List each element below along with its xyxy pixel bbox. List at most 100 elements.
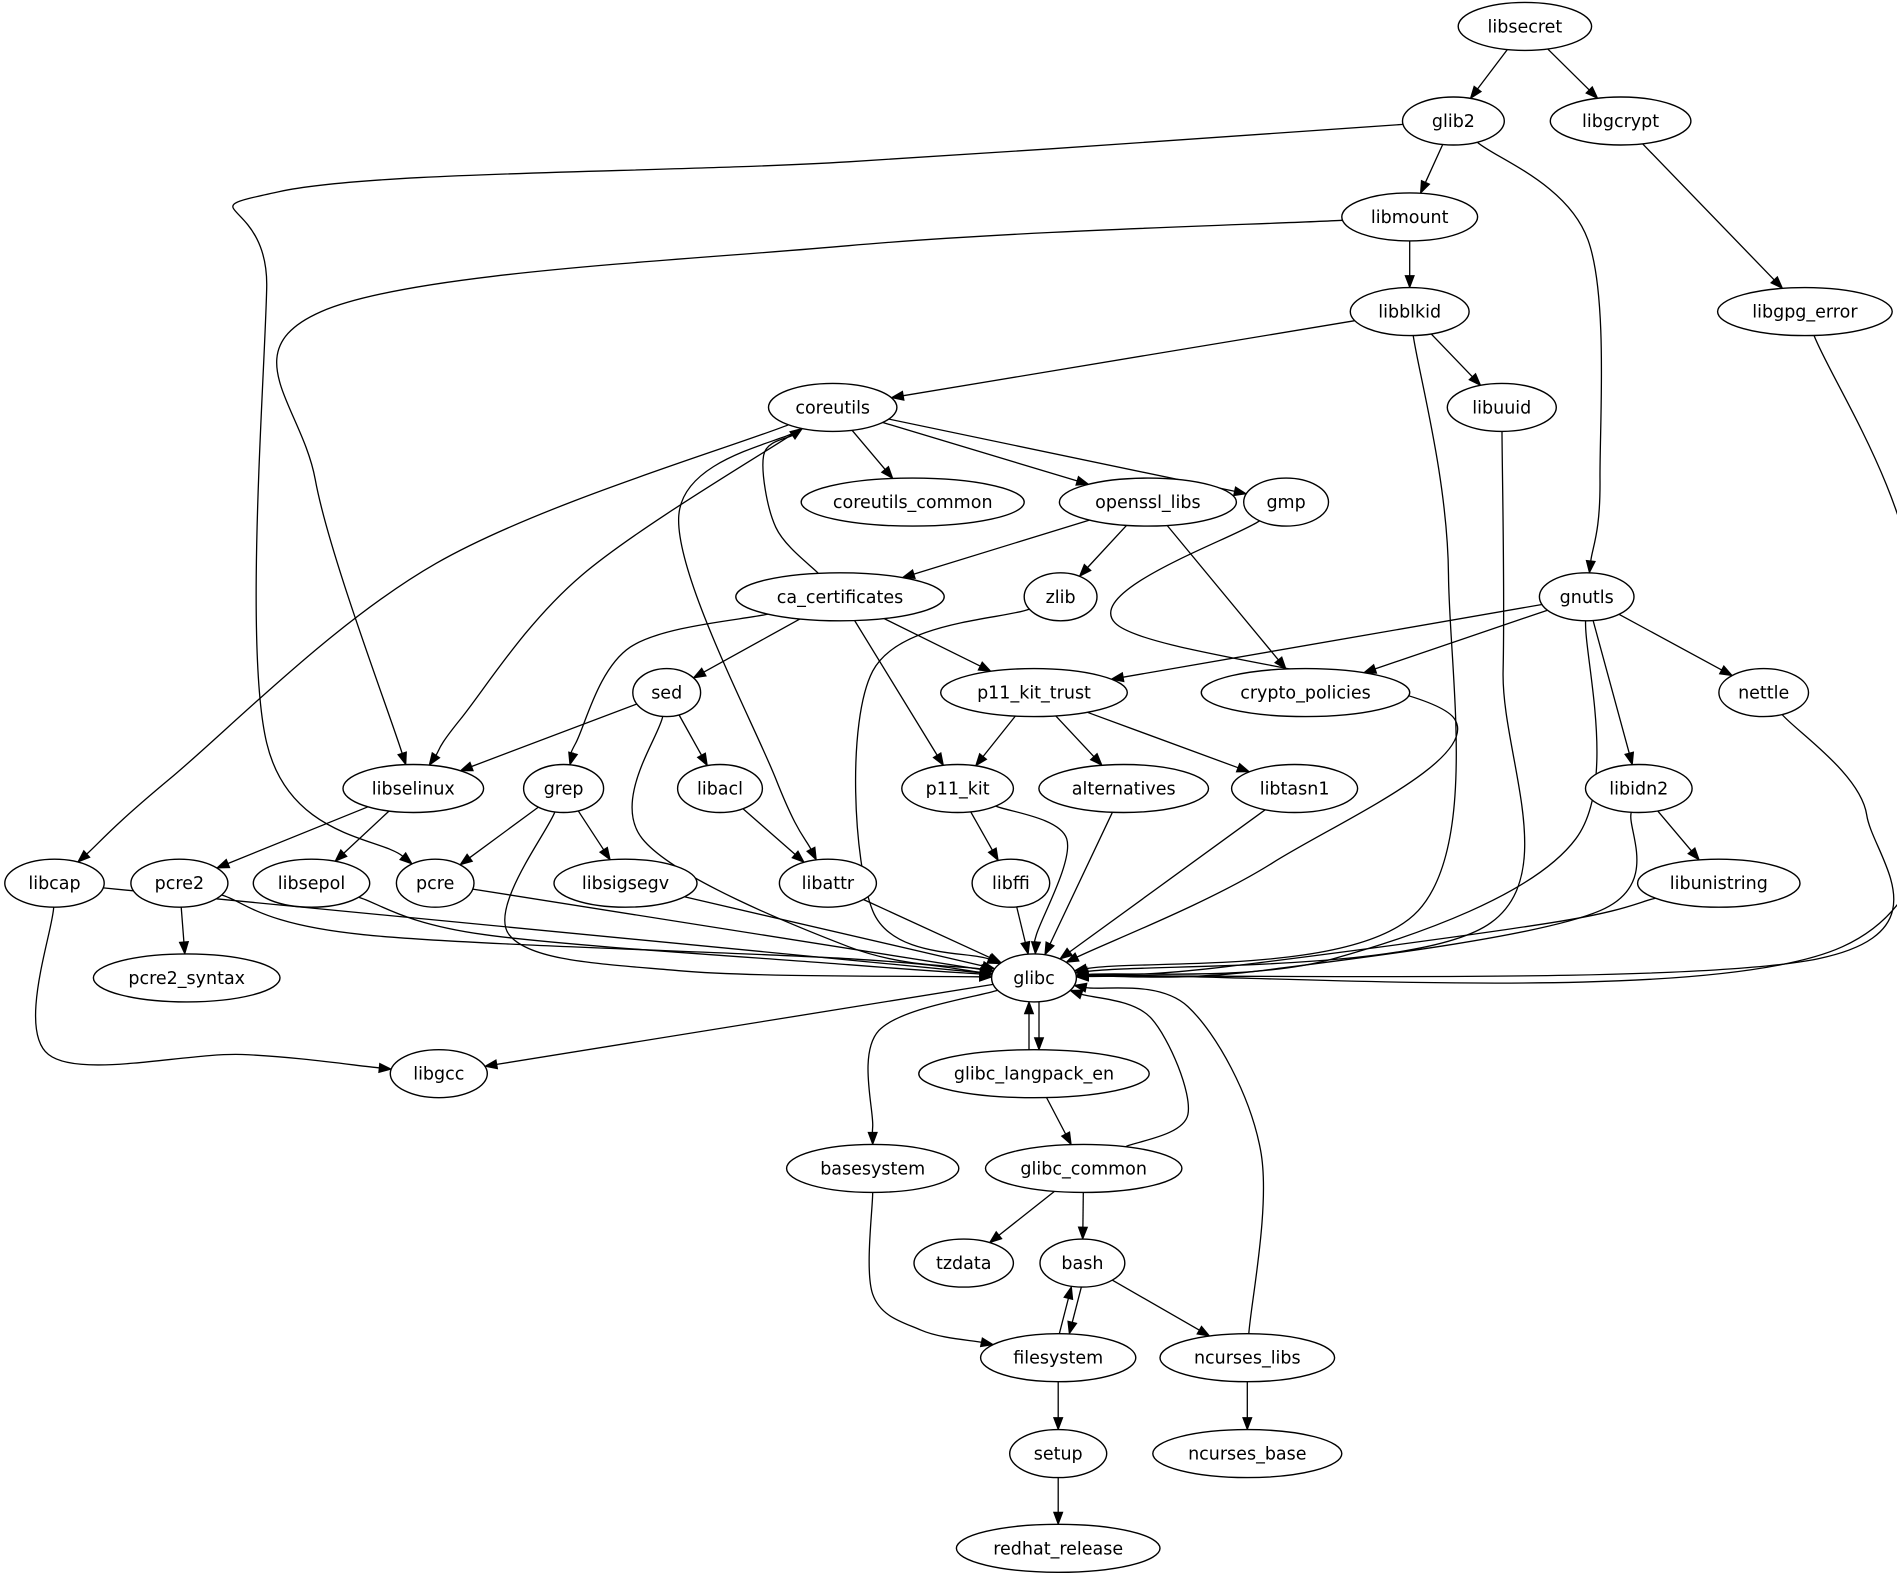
edge-libblkid-to-libuuid xyxy=(1430,333,1482,387)
node-ellipse xyxy=(1038,763,1210,814)
edge-glibc_langpack_en-to-glibc xyxy=(1023,1000,1035,1050)
node-label: redhat_release xyxy=(993,1539,1123,1559)
edge-line xyxy=(1592,620,1630,754)
node-label: glibc_common xyxy=(1020,1159,1147,1179)
node-crypto_policies: crypto_policies xyxy=(1200,667,1411,718)
edge-line xyxy=(678,714,703,756)
node-ncurses_base: ncurses_base xyxy=(1152,1428,1343,1479)
edge-libunistring-to-glibc xyxy=(1074,897,1656,981)
edge-gnutls-to-p11_kit_trust xyxy=(1109,603,1543,683)
arrowhead xyxy=(215,858,231,869)
edge-glibc_common-to-glibc xyxy=(1068,989,1190,1148)
arrowhead xyxy=(1020,940,1031,956)
arrowhead xyxy=(901,568,916,579)
arrowhead xyxy=(1052,1417,1064,1432)
node-libtasn1: libtasn1 xyxy=(1230,763,1359,814)
edge-line xyxy=(1069,809,1266,953)
node-ellipse xyxy=(1457,1,1593,52)
node-setup: setup xyxy=(1008,1428,1108,1479)
node-label: coreutils_common xyxy=(833,493,993,513)
edge-p11_kit-to-libffi xyxy=(970,811,999,862)
edge-line xyxy=(1087,431,1526,973)
edge-nettle-to-glibc xyxy=(1074,714,1895,982)
edge-libcap-to-libgcc xyxy=(34,907,393,1074)
edge-libmount-to-libblkid xyxy=(1404,240,1415,290)
arrowhead xyxy=(1077,1226,1089,1241)
node-ellipse xyxy=(1200,667,1411,718)
arrowhead xyxy=(1109,671,1125,683)
edges-layer xyxy=(34,48,1897,1526)
node-label: libtasn1 xyxy=(1260,780,1330,800)
node-ellipse xyxy=(971,858,1051,908)
arrowhead xyxy=(1030,941,1042,956)
node-label: p11_kit xyxy=(926,780,990,800)
arrowhead xyxy=(1362,663,1378,674)
node-ellipse xyxy=(735,572,945,622)
node-grep: grep xyxy=(522,763,605,814)
node-openssl_libs: openssl_libs xyxy=(1058,477,1238,527)
edge-line xyxy=(982,715,1016,757)
node-ellipse xyxy=(979,1332,1137,1383)
node-label: ncurses_base xyxy=(1188,1445,1306,1465)
node-ellipse xyxy=(522,763,605,814)
arrowhead xyxy=(1033,1037,1045,1052)
edge-bash-to-filesystem xyxy=(1067,1286,1083,1336)
node-label: nettle xyxy=(1738,684,1789,704)
node-libunistring: libunistring xyxy=(1636,858,1801,908)
edge-line xyxy=(1086,335,1457,970)
edge-libacl-to-libattr xyxy=(742,808,806,864)
arrowhead xyxy=(696,752,708,767)
arrowhead xyxy=(1624,751,1635,767)
node-tzdata: tzdata xyxy=(913,1238,1015,1288)
edge-libidn2-to-libunistring xyxy=(1657,810,1701,861)
arrowhead xyxy=(1196,1325,1211,1337)
edge-line xyxy=(1122,603,1543,678)
node-ellipse xyxy=(984,1143,1183,1194)
node-pcre2_syntax: pcre2_syntax xyxy=(92,953,281,1003)
node-label: libuuid xyxy=(1472,398,1531,418)
node-glibc: glibc xyxy=(990,953,1078,1003)
edge-line xyxy=(1088,335,1897,984)
arrowhead xyxy=(987,847,999,862)
edge-line xyxy=(1088,897,1656,976)
node-libselinux: libselinux xyxy=(342,763,485,814)
edge-ncurses_libs-to-ncurses_base xyxy=(1242,1381,1253,1432)
edge-line xyxy=(1087,711,1239,769)
node-coreutils_common: coreutils_common xyxy=(800,477,1025,527)
edge-gmp-to-glibc xyxy=(1064,520,1459,963)
arrowhead xyxy=(791,850,806,864)
edge-line xyxy=(1081,993,1190,1148)
edge-line xyxy=(276,219,1343,754)
arrowhead xyxy=(76,849,91,863)
node-nettle: nettle xyxy=(1718,667,1810,718)
node-libacl: libacl xyxy=(676,763,764,814)
arrowhead xyxy=(1687,847,1701,861)
edge-line xyxy=(1058,1298,1070,1334)
node-ellipse xyxy=(1349,286,1470,337)
node-label: glibc xyxy=(1013,969,1055,989)
node-ellipse xyxy=(632,667,702,718)
edge-line xyxy=(577,810,605,851)
edge-p11_kit_trust-to-alternatives xyxy=(1055,715,1103,767)
arrowhead xyxy=(1235,762,1251,773)
node-libgcc: libgcc xyxy=(389,1048,488,1099)
edge-bash-to-ncurses_libs xyxy=(1111,1279,1211,1337)
arrowhead xyxy=(981,960,997,971)
edge-line xyxy=(1088,812,1638,978)
edge-p11_kit-to-glibc xyxy=(995,805,1069,956)
edge-openssl_libs-to-ca_certificates xyxy=(901,519,1090,579)
arrowhead xyxy=(1063,1285,1074,1301)
edge-libsigsegv-to-glibc xyxy=(684,896,997,971)
edge-line xyxy=(863,898,991,959)
edge-glibc-to-glibc_langpack_en xyxy=(1033,1001,1045,1052)
node-label: libattr xyxy=(802,874,855,894)
node-ellipse xyxy=(1718,667,1810,718)
node-ellipse xyxy=(940,667,1129,718)
node-ellipse xyxy=(1636,858,1801,908)
edge-glibc_langpack_en-to-glibc_common xyxy=(1045,1097,1072,1146)
edge-gnutls-to-crypto_policies xyxy=(1362,609,1548,674)
edge-libffi-to-glibc xyxy=(1016,906,1031,956)
edge-pcre2-to-pcre2_syntax xyxy=(178,907,190,956)
